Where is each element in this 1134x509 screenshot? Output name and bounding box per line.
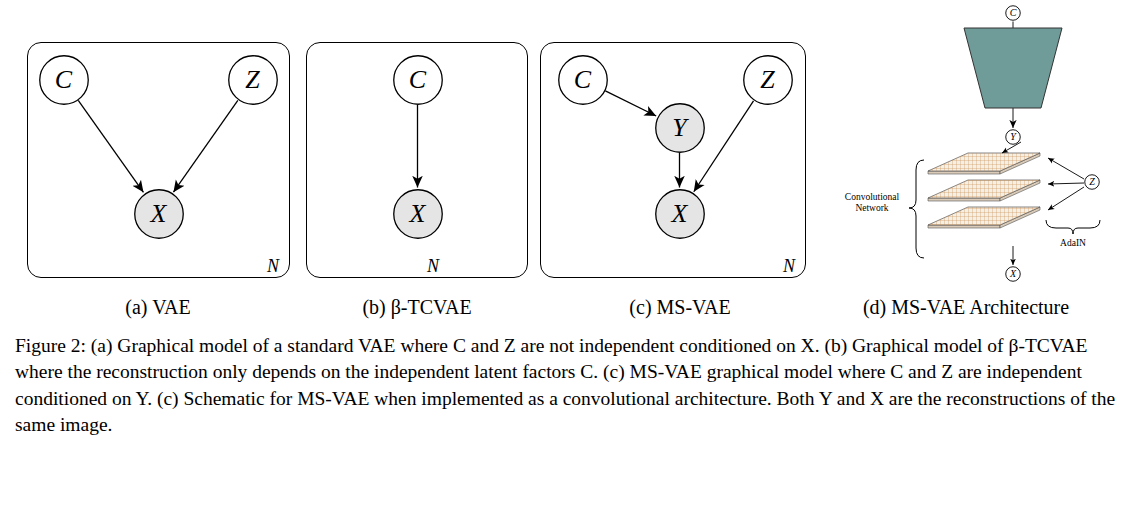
variable-circle: Z xyxy=(228,55,278,105)
adain-arrow xyxy=(1048,158,1084,179)
conv-layer-stack xyxy=(928,153,1040,228)
variable-name: C xyxy=(574,67,591,93)
variable-name: C xyxy=(1010,8,1017,18)
variable-name: Z xyxy=(1089,177,1095,187)
variable-name: X xyxy=(672,201,688,227)
plate-box: N C X xyxy=(306,42,528,278)
dependency-arrow xyxy=(694,101,754,192)
dependency-arrow xyxy=(173,100,237,192)
feature-map-texture xyxy=(928,180,1040,198)
plate-count: N xyxy=(427,257,439,275)
figure-caption: Figure 2: (a) Graphical model of a stand… xyxy=(15,333,1121,439)
variable-circle: X xyxy=(393,189,443,239)
variable-name: Z xyxy=(245,67,259,93)
variable-name: C xyxy=(409,67,426,93)
variable-circle: Y xyxy=(1005,129,1021,145)
layer-edge xyxy=(928,225,1000,228)
variable-circle: Z xyxy=(1084,174,1100,190)
variable-circle: C xyxy=(393,55,443,105)
dependency-arrow xyxy=(417,105,418,188)
variable-circle: X xyxy=(134,189,184,239)
variable-name: Z xyxy=(760,67,774,93)
variable-name: X xyxy=(1010,269,1016,279)
variable-name: X xyxy=(410,201,426,227)
feature-map xyxy=(928,207,1040,225)
layer-edge xyxy=(928,171,1000,174)
panel-label: (a) VAE xyxy=(125,296,190,319)
network-brace xyxy=(909,160,924,258)
dependency-arrow xyxy=(605,91,656,116)
variable-circle: C xyxy=(39,55,89,105)
decoder-trapezoid xyxy=(964,28,1062,108)
variable-circle: Z xyxy=(743,55,793,105)
panel-label: (b) β-TCVAE xyxy=(362,296,471,319)
dependency-arrow xyxy=(78,100,143,192)
dependency-arrow xyxy=(679,153,680,188)
layer-edge xyxy=(928,198,1000,201)
plate-count: N xyxy=(267,257,279,275)
variable-name: Y xyxy=(1010,132,1016,142)
plate-box: N C Y Z X xyxy=(540,42,806,278)
feature-map-texture xyxy=(928,207,1040,225)
variable-circle: X xyxy=(655,189,705,239)
plate-box: N C Z X xyxy=(27,42,290,278)
annotation: AdaIN xyxy=(1060,238,1086,249)
variable-name: X xyxy=(151,201,167,227)
feature-map xyxy=(928,153,1040,171)
adain-brace xyxy=(1046,220,1100,234)
feature-map xyxy=(928,180,1040,198)
adain-arrow xyxy=(1048,187,1084,210)
panel-label: (c) MS-VAE xyxy=(629,296,730,319)
variable-circle: C xyxy=(1005,5,1021,21)
stack-to-x-arrow xyxy=(1013,246,1014,265)
variable-name: Y xyxy=(672,115,686,141)
annotation: Convolutional Network xyxy=(832,192,912,214)
feature-map-texture xyxy=(928,153,1040,171)
variable-name: C xyxy=(55,67,72,93)
variable-circle: Y xyxy=(655,103,705,153)
panel-label: (d) MS-VAE Architecture xyxy=(863,296,1069,319)
plate-count: N xyxy=(783,257,795,275)
variable-circle: C xyxy=(558,55,608,105)
variable-circle: X xyxy=(1005,266,1021,282)
adain-arrow xyxy=(1048,183,1084,184)
